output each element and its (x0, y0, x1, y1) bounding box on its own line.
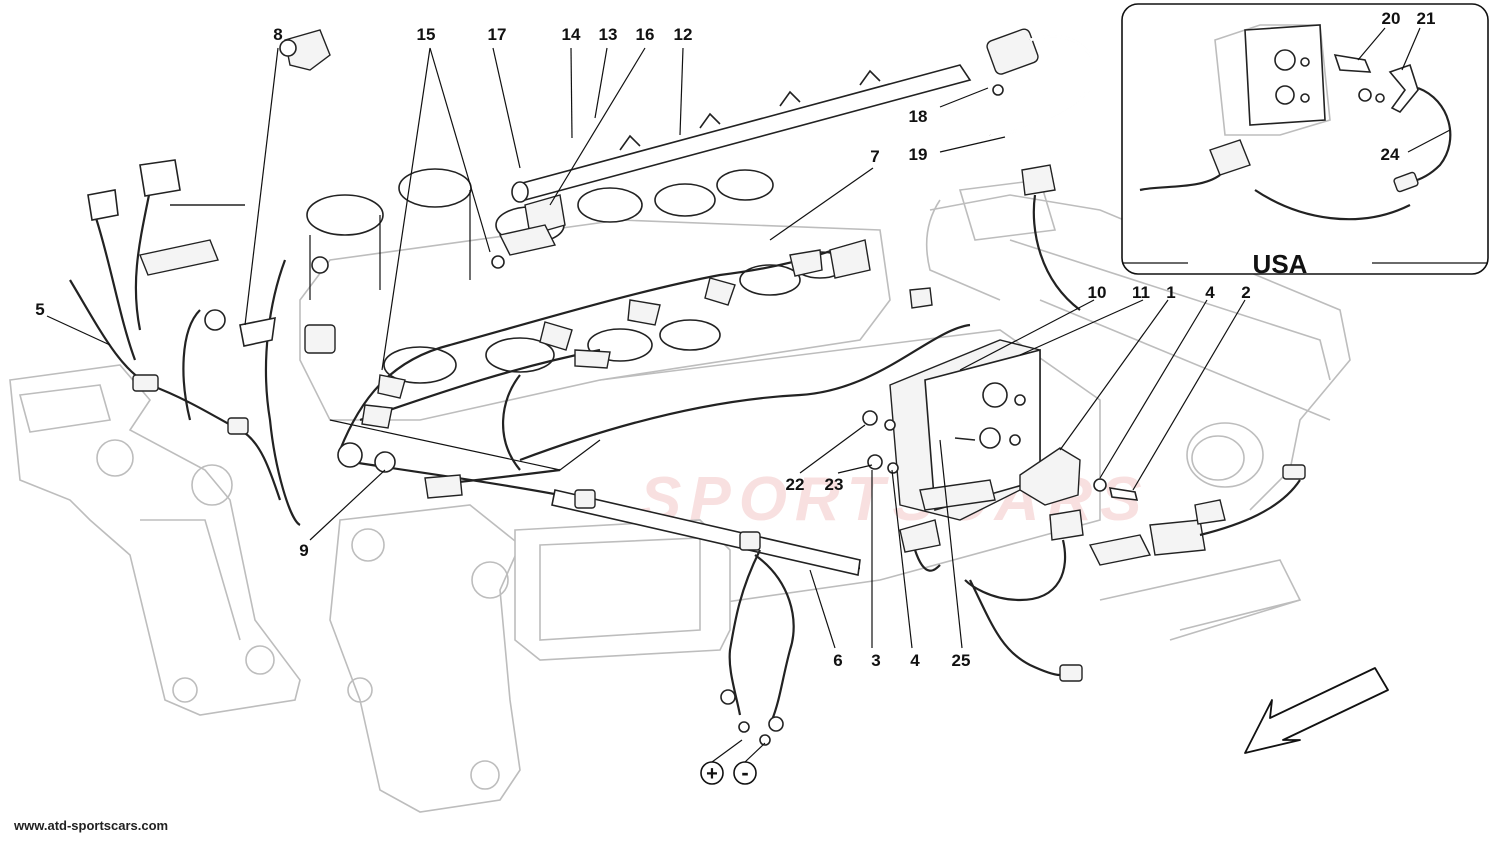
callout-5: 5 (35, 300, 44, 319)
callout-12: 12 (674, 25, 693, 44)
callout-labels: 8 15 17 14 13 16 12 18 19 7 5 10 11 1 4 … (35, 9, 1435, 670)
direction-arrow-icon (1244, 667, 1389, 754)
wiring-harness-lower (551, 489, 861, 746)
pressure-regulator (279, 28, 1098, 138)
usa-inset: USA (1121, 3, 1489, 279)
engine-mount-left (9, 364, 301, 716)
ecu-assembly (862, 339, 1306, 682)
callout-2: 2 (1241, 283, 1250, 302)
callout-1: 1 (1166, 283, 1175, 302)
callout-22: 22 (786, 475, 805, 494)
callout-15: 15 (417, 25, 436, 44)
callout-10: 10 (1088, 283, 1107, 302)
callout-9: 9 (299, 541, 308, 560)
callout-24: 24 (1381, 145, 1400, 164)
wiring-harness-left (69, 159, 329, 526)
callout-18: 18 (909, 107, 928, 126)
car-body-outline (599, 179, 1351, 641)
callout-6: 6 (833, 651, 842, 670)
negative-terminal-label: - (741, 760, 748, 785)
callout-21: 21 (1417, 9, 1436, 28)
callout-23: 23 (825, 475, 844, 494)
callout-11: 11 (1132, 283, 1150, 302)
callout-19: 19 (909, 145, 928, 164)
callout-13: 13 (599, 25, 618, 44)
engine-mount-right (329, 504, 731, 813)
positive-terminal-label: + (706, 763, 718, 785)
callout-4-bottom: 4 (910, 651, 920, 670)
fuel-rail (491, 64, 972, 269)
callout-20: 20 (1382, 9, 1401, 28)
callout-8: 8 (273, 25, 282, 44)
callout-14: 14 (562, 25, 581, 44)
callout-4-top: 4 (1205, 283, 1215, 302)
usa-label: USA (1253, 249, 1308, 279)
callout-16: 16 (636, 25, 655, 44)
callout-17: 17 (488, 25, 507, 44)
callout-3: 3 (871, 651, 880, 670)
leader-lines (46, 27, 1488, 649)
site-url-footer: www.atd-sportscars.com (14, 818, 169, 833)
callout-7: 7 (870, 147, 879, 166)
ground-terminals: + - (700, 739, 766, 785)
wiring-harness-main (337, 164, 1081, 570)
callout-25: 25 (952, 651, 971, 670)
